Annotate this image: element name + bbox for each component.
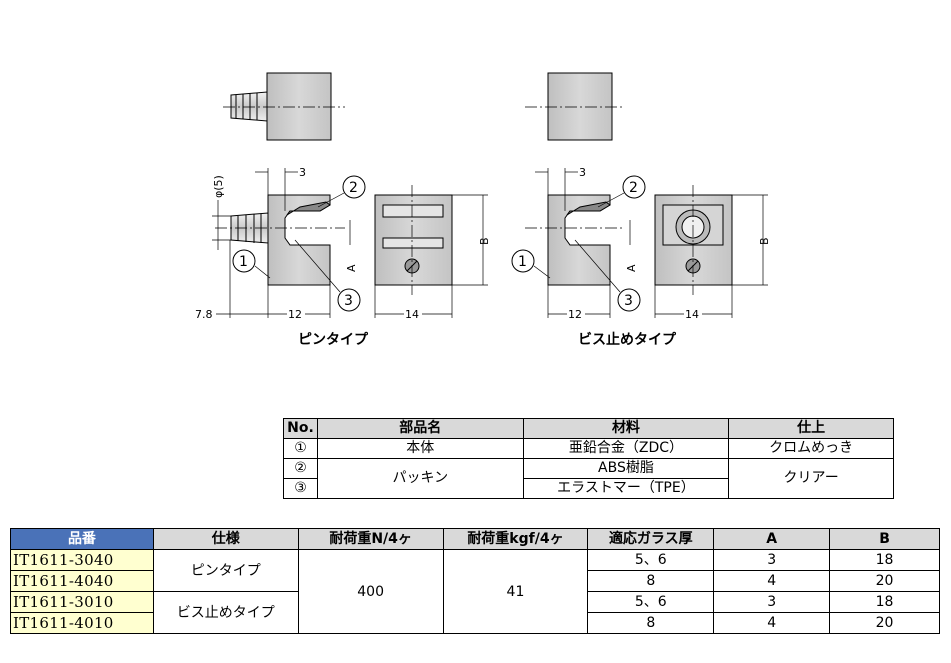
svg-text:3: 3 xyxy=(344,293,353,309)
dim-a-value: 3 xyxy=(713,549,831,571)
pin-side-view: 3 7.8 12 φ(5) A 1 2 3 xyxy=(195,166,366,321)
dim-12-pin: 12 xyxy=(288,308,302,321)
glass-thickness: 8 xyxy=(587,612,715,634)
glass-thickness: 5、6 xyxy=(587,591,715,613)
part-no: ② xyxy=(283,458,318,479)
dim-14-pin: 14 xyxy=(405,308,419,321)
svg-text:1: 1 xyxy=(239,254,248,270)
parts-header-name: 部品名 xyxy=(316,418,524,439)
svg-text:3: 3 xyxy=(624,293,633,309)
spec-header-row: 品番 仕様 耐荷重N/4ヶ 耐荷重kgf/4ヶ 適応ガラス厚 A B xyxy=(10,528,940,550)
parts-header-row: No. 部品名 材料 仕上 xyxy=(283,418,894,439)
part-name: 本体 xyxy=(316,438,524,459)
dim-b-value: 20 xyxy=(829,570,940,592)
dim-14-screw: 14 xyxy=(685,308,699,321)
callout-1-pin xyxy=(232,249,256,273)
table-row: IT1611-4010 8 4 20 xyxy=(10,612,940,634)
svg-text:2: 2 xyxy=(349,180,358,196)
table-row: IT1611-3040 ピンタイプ 400 41 5、6 3 18 xyxy=(10,549,940,634)
dim-b-screw: B xyxy=(758,237,771,245)
dim-b-value: 20 xyxy=(829,612,940,634)
spec-header-load-n: 耐荷重N/4ヶ xyxy=(297,528,444,550)
spec-header-load-kgf: 耐荷重kgf/4ヶ xyxy=(442,528,589,550)
callout-2-pin xyxy=(342,175,366,199)
technical-drawing: 3 7.8 12 φ(5) A 1 2 3 xyxy=(195,72,771,321)
model-number: IT1611-4010 xyxy=(10,612,154,634)
caption-screw-type: ビス止めタイプ xyxy=(578,332,676,348)
dim-b-value: 18 xyxy=(829,549,940,571)
dim-a-value: 4 xyxy=(713,570,831,592)
callout-2-screw xyxy=(622,175,646,199)
dim-b-value: 18 xyxy=(829,591,940,613)
caption-pin-type: ピンタイプ xyxy=(298,332,368,348)
part-material: エラストマー（TPE） xyxy=(522,478,730,499)
dim-b-pin: B xyxy=(478,237,491,245)
part-name: パッキン xyxy=(316,458,524,499)
pin-top-view xyxy=(223,72,345,141)
part-no: ① xyxy=(283,438,318,459)
part-material: ABS樹脂 xyxy=(522,458,730,479)
load-kgf: 41 xyxy=(442,549,589,634)
callout-3-pin xyxy=(337,288,361,312)
dim-phi5: φ(5) xyxy=(212,175,225,198)
dim-a-screw: A xyxy=(625,264,638,272)
part-material: 亜鉛合金（ZDC） xyxy=(522,438,730,459)
table-row: ② パッキン ABS樹脂 クリアー xyxy=(283,458,894,499)
dim-7-8: 7.8 xyxy=(195,308,213,321)
dim-a-value: 4 xyxy=(713,612,831,634)
parts-table: No. 部品名 材料 仕上 ① 本体 亜鉛合金（ZDC） クロムめっき ② パッ… xyxy=(283,418,894,499)
screw-front-view: B 14 xyxy=(654,185,771,321)
spec-header-b: B xyxy=(829,528,940,550)
parts-header-material: 材料 xyxy=(522,418,730,439)
pin-type-drawing: 3 7.8 12 φ(5) A 1 2 3 xyxy=(195,72,491,321)
screw-side-view: 3 12 A 1 2 3 xyxy=(511,166,646,321)
parts-header-finish: 仕上 xyxy=(728,418,894,439)
parts-header-no: No. xyxy=(283,418,318,439)
svg-text:2: 2 xyxy=(629,180,638,196)
model-number: IT1611-3040 xyxy=(10,549,154,571)
pin-front-view: B 14 xyxy=(374,185,491,321)
spec-type: ピンタイプ xyxy=(152,549,299,592)
dim-12-screw: 12 xyxy=(568,308,582,321)
callout-3-screw xyxy=(617,288,641,312)
model-number: IT1611-3010 xyxy=(10,591,154,613)
model-number: IT1611-4040 xyxy=(10,570,154,592)
callout-1-screw xyxy=(511,249,535,273)
glass-thickness: 5、6 xyxy=(587,549,715,571)
table-row: ① 本体 亜鉛合金（ZDC） クロムめっき xyxy=(283,438,894,459)
spec-header-a: A xyxy=(713,528,831,550)
svg-text:1: 1 xyxy=(518,254,527,270)
spec-type: ビス止めタイプ xyxy=(152,591,299,634)
dim-3-pin: 3 xyxy=(299,166,306,179)
spec-header-model: 品番 xyxy=(10,528,154,550)
spec-header-glass: 適応ガラス厚 xyxy=(587,528,715,550)
screw-top-view xyxy=(525,72,625,141)
table-row: ③ エラストマー（TPE） xyxy=(283,478,894,499)
part-no: ③ xyxy=(283,478,318,499)
part-finish: クロムめっき xyxy=(728,438,894,459)
part-finish: クリアー xyxy=(728,458,894,499)
spec-header-spec: 仕様 xyxy=(152,528,299,550)
load-n: 400 xyxy=(297,549,444,634)
screw-type-drawing: 3 12 A 1 2 3 xyxy=(511,72,771,321)
dim-a-pin: A xyxy=(345,264,358,272)
dim-a-value: 3 xyxy=(713,591,831,613)
spec-table: 品番 仕様 耐荷重N/4ヶ 耐荷重kgf/4ヶ 適応ガラス厚 A B IT161… xyxy=(10,528,940,634)
dim-3-screw: 3 xyxy=(579,166,586,179)
glass-thickness: 8 xyxy=(587,570,715,592)
